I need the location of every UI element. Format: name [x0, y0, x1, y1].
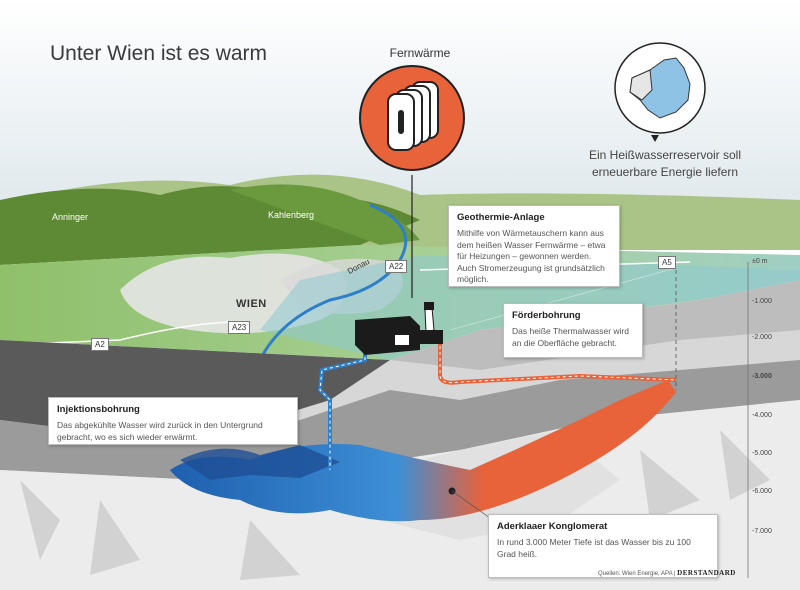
depth-label-1000: -1.000 [752, 298, 772, 305]
place-anninger: Anninger [52, 212, 89, 222]
injection-well-arrows [319, 345, 366, 470]
road-a5-label: A5 [658, 256, 676, 269]
callout-aderklaaer: Aderklaaer Konglomerat In rund 3.000 Met… [488, 514, 718, 578]
source-prefix: Quellen: Wien Energie, APA | [598, 571, 676, 577]
depth-label-6000: -6.000 [752, 488, 772, 495]
grey-rock-layer [0, 360, 800, 480]
depth-label-7000: -7.000 [752, 528, 772, 535]
depth-label-3000: -3.000 [752, 373, 772, 380]
callout-geothermie: Geothermie-Anlage Mithilfe von Wärmetaus… [448, 205, 620, 287]
callout-aderklaaer-title: Aderklaaer Konglomerat [497, 521, 608, 532]
production-well-pipe [438, 340, 677, 385]
reservoir-note: Ein Heißwasserreservoir soll erneuerbare… [588, 148, 742, 179]
page-title: Unter Wien ist es warm [50, 42, 268, 65]
reservoir-shading [180, 445, 340, 480]
callout-foerderbohrung: Förderbohrung Das heiße Thermalwasser wi… [503, 303, 643, 358]
road-a2-label: A2 [91, 338, 109, 351]
fernwaerme-label: Fernwärme [389, 46, 451, 60]
rock-facets [20, 430, 770, 580]
thermal-water-reservoir [170, 380, 676, 522]
reservoir-leader-line [451, 490, 491, 519]
callout-foerderbohrung-text: Das heiße Thermalwasser wird an die Ober… [512, 326, 629, 348]
danube-river [250, 203, 408, 391]
radiator-icon [359, 65, 465, 171]
callout-aderklaaer-text: In rund 3.000 Meter Tiefe ist das Wasser… [497, 537, 691, 559]
road-a22-label: A22 [385, 260, 408, 273]
depth-label-0: ±0 m [752, 258, 768, 265]
callout-injektionsbohrung-title: Injektionsbohrung [57, 404, 140, 415]
source-brand: DERSTANDARD [677, 569, 736, 577]
place-wien: WIEN [236, 298, 267, 310]
surface-edge-line [449, 267, 677, 331]
depth-label-5000: -5.000 [752, 450, 772, 457]
depth-label-4000: -4.000 [752, 412, 772, 419]
depth-label-2000: -2.000 [752, 334, 772, 341]
callout-foerderbohrung-title: Förderbohrung [512, 310, 581, 321]
callout-injektionsbohrung-text: Das abgekühlte Wasser wird zurück in den… [57, 420, 263, 442]
callout-geothermie-text: Mithilfe von Wärmetauschern kann aus dem… [457, 228, 606, 284]
place-kahlenberg: Kahlenberg [268, 210, 315, 220]
geothermal-plant [355, 302, 443, 355]
callout-geothermie-title: Geothermie-Anlage [457, 212, 545, 223]
road-a23-label: A23 [228, 321, 251, 334]
hills-kahlenberg [230, 184, 420, 245]
callout-injektionsbohrung: Injektionsbohrung Das abgekühlte Wasser … [48, 397, 298, 445]
vienna-locator-map [614, 42, 706, 142]
source-credit: Quellen: Wien Energie, APA | DERSTANDARD [598, 569, 736, 577]
